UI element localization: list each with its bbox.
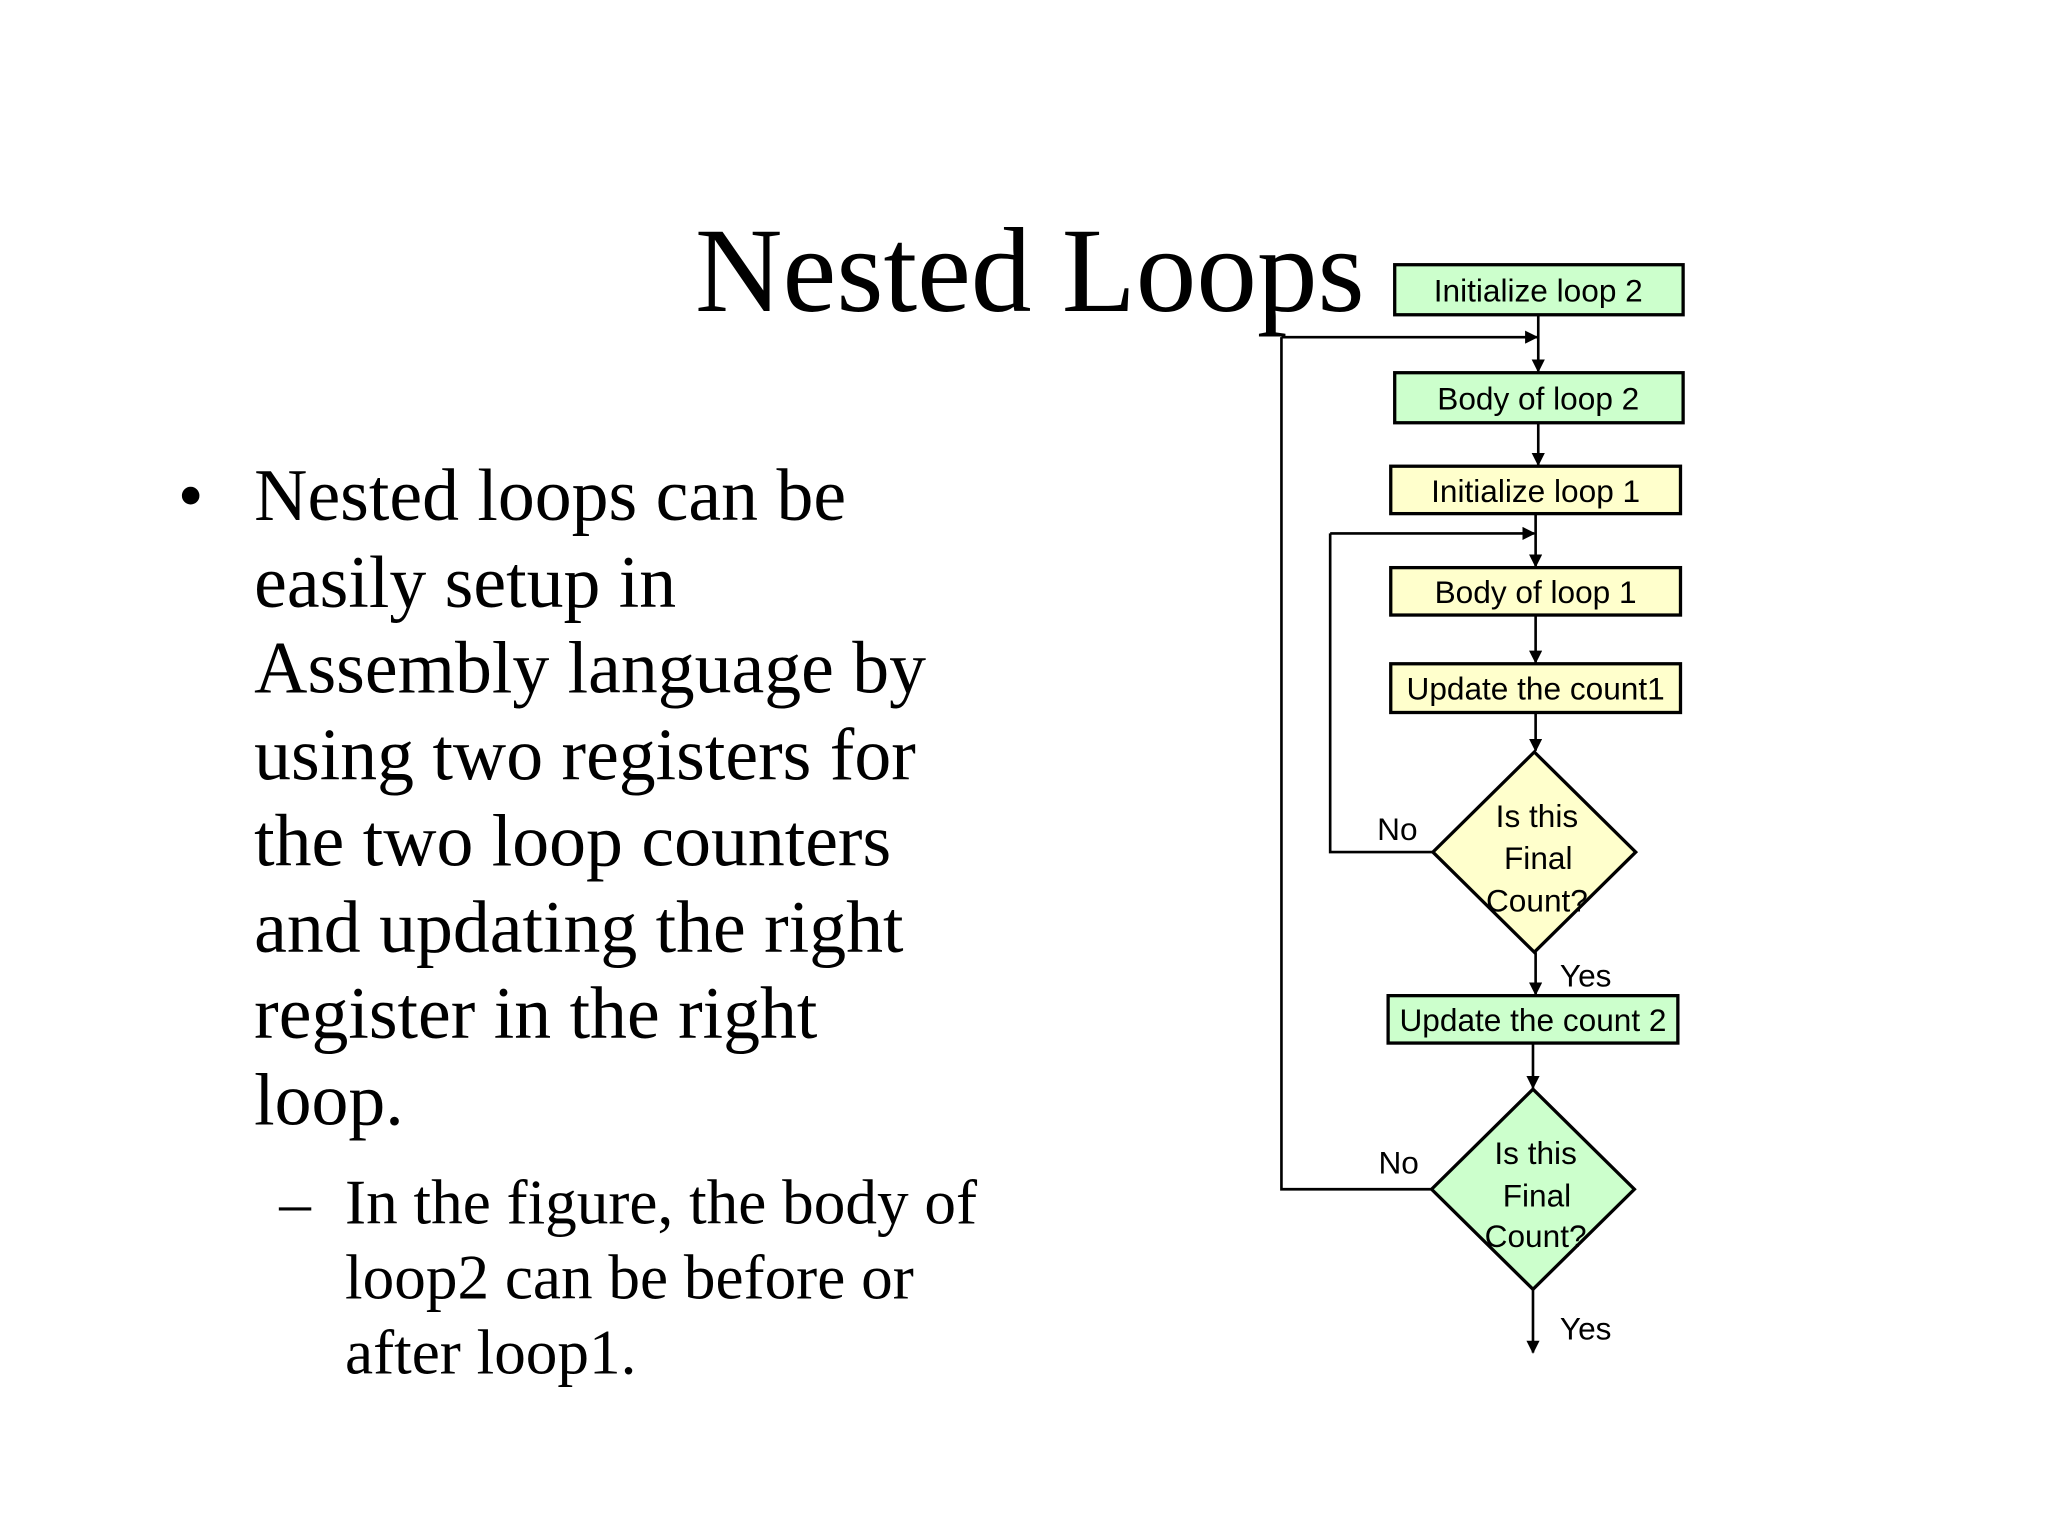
bullet-line: using two registers for — [254, 714, 916, 797]
bullet-line: register in the right — [254, 973, 818, 1055]
bullet-line: and updating the right — [254, 886, 904, 969]
box-label: Initialize loop 2 — [1434, 273, 1643, 309]
sub-bullet-line: In the figure, the body of — [345, 1168, 978, 1238]
bullet-marker: • — [177, 455, 204, 538]
box-label: Body of loop 1 — [1435, 574, 1637, 610]
box-label: Body of loop 2 — [1437, 381, 1639, 417]
no-label: No — [1378, 1144, 1418, 1180]
decision-loop-1 — [1430, 749, 1639, 955]
bullet-line: easily setup in — [254, 541, 677, 624]
bullet-text: Nested loops can be easily setup in Asse… — [254, 454, 1044, 1144]
decision-label: Final — [1504, 840, 1572, 876]
loop1-no-path — [1328, 533, 1433, 854]
decision-loop-2 — [1429, 1086, 1637, 1292]
bullet-line: Nested loops can be — [254, 455, 847, 538]
box-label: Update the count1 — [1407, 670, 1665, 706]
yes-label: Yes — [1560, 1310, 1612, 1346]
decision-label: Final — [1503, 1177, 1571, 1213]
sub-bullet-line: after loop1. — [345, 1318, 637, 1389]
decision-label: Is this — [1494, 1135, 1577, 1171]
box-initialize-loop-2 — [1393, 263, 1685, 317]
bullet-line: loop. — [254, 1059, 404, 1142]
sub-bullet-text: In the figure, the body of loop2 can be … — [345, 1166, 977, 1391]
box-label: Update the count 2 — [1399, 1002, 1666, 1038]
box-body-loop-1 — [1389, 565, 1683, 617]
decision-label: Is this — [1496, 798, 1579, 834]
sub-bullet-marker: – — [279, 1168, 311, 1238]
box-update-count-2 — [1386, 994, 1680, 1045]
bullet-line: Assembly language by — [254, 628, 927, 710]
decision-label: Count? — [1486, 882, 1588, 918]
sub-bullet-line: loop2 can be before or — [345, 1243, 914, 1314]
no-label: No — [1377, 811, 1417, 847]
box-update-count-1 — [1389, 662, 1683, 715]
yes-label: Yes — [1560, 957, 1612, 993]
box-body-loop-2 — [1393, 371, 1685, 425]
decision-label: Count? — [1485, 1218, 1587, 1254]
slide-title: Nested Loops — [695, 202, 1365, 338]
loop2-no-path — [1280, 337, 1432, 1191]
bullet-line: the two loop counters — [254, 800, 892, 883]
box-label: Initialize loop 1 — [1431, 473, 1640, 509]
box-initialize-loop-1 — [1389, 464, 1683, 516]
